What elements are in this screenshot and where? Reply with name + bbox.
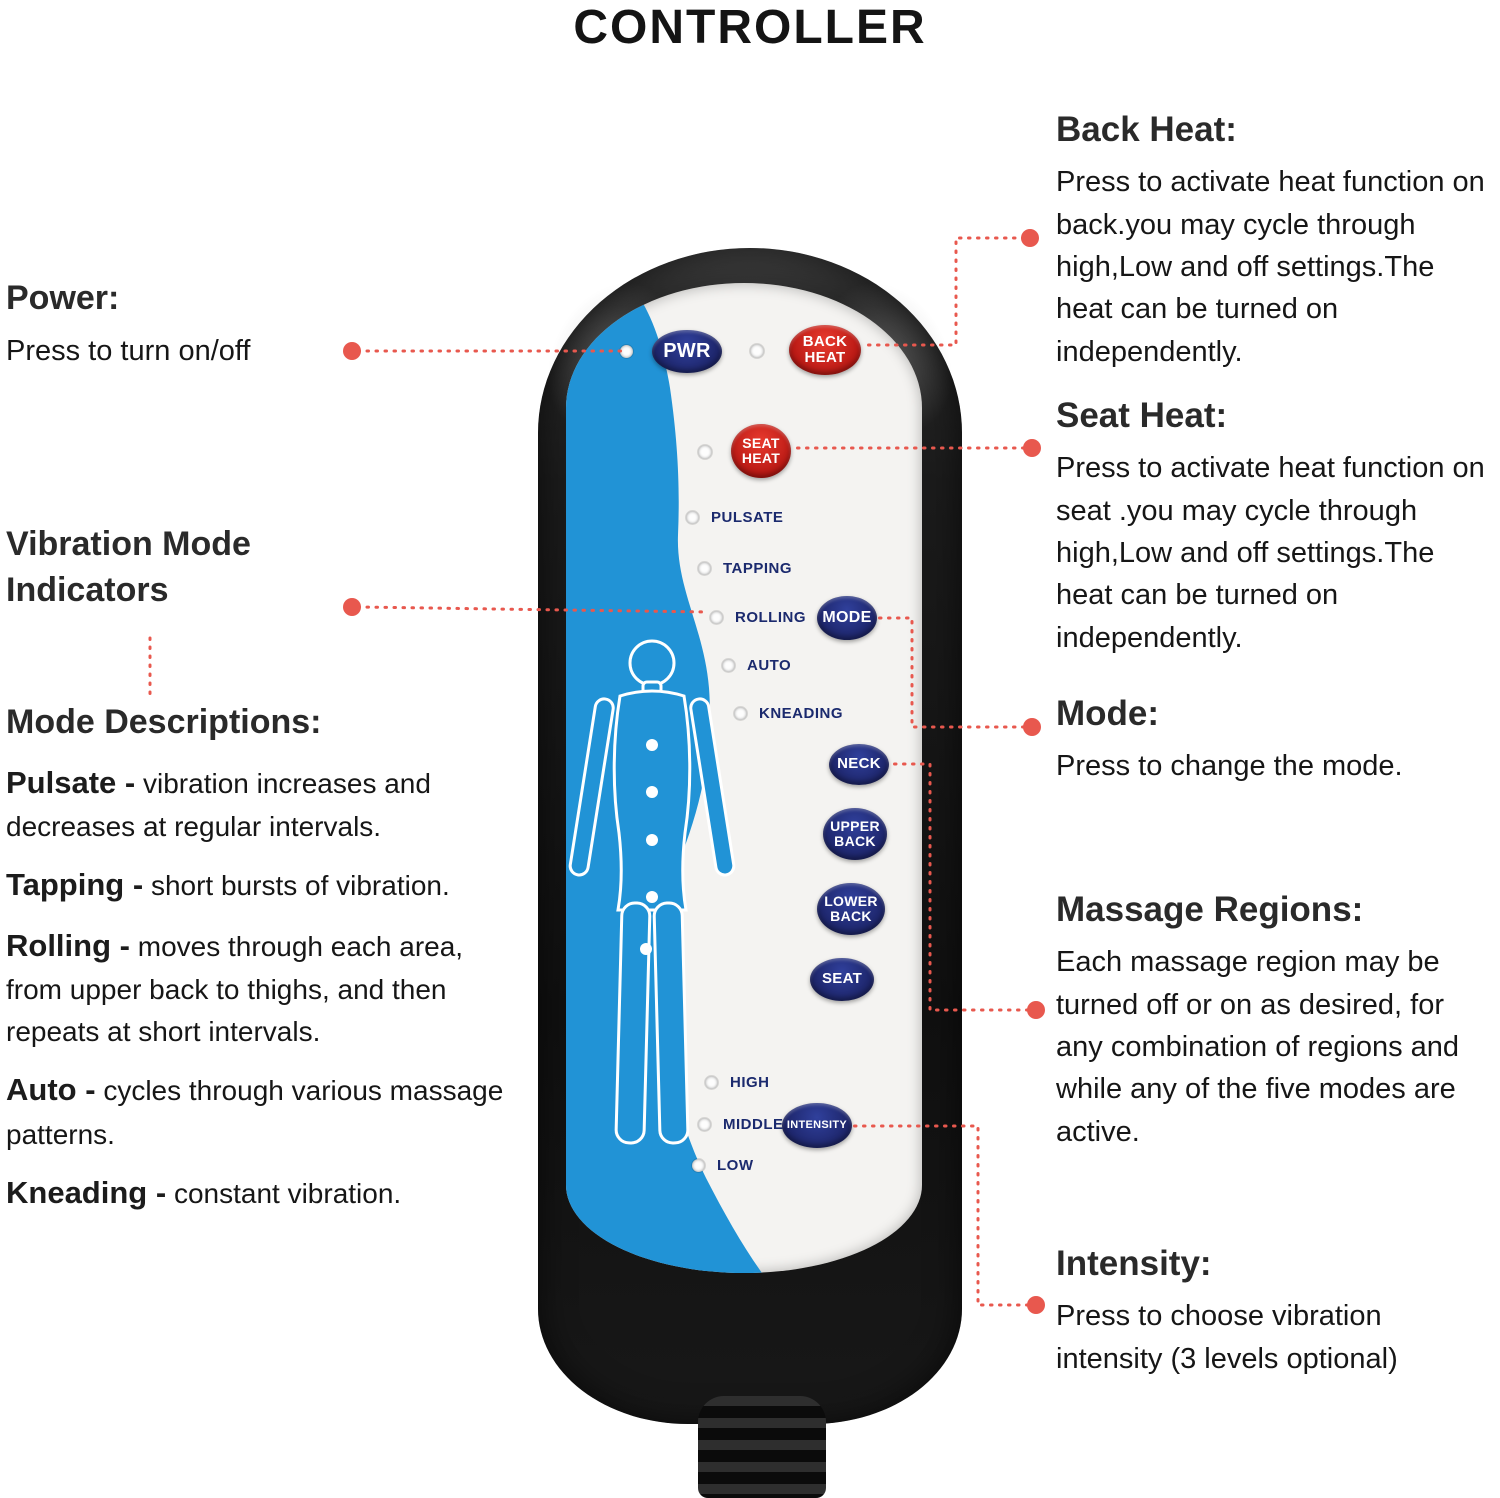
kneading-label: KNEADING	[759, 705, 844, 722]
lower-back-button[interactable]: LOWER BACK	[817, 883, 885, 935]
auto-label: AUTO	[747, 657, 792, 674]
vibration-dot	[343, 598, 361, 616]
tapping-label: TAPPING	[723, 560, 793, 577]
pulsate-led	[686, 511, 699, 524]
power-body: Press to turn on/off	[6, 334, 251, 367]
power-led	[620, 345, 633, 358]
mode-desc: moves through each area, from upper back…	[6, 930, 464, 1048]
mode-desc: vibration increases and decreases at reg…	[6, 767, 431, 843]
rolling-label: ROLLING	[735, 609, 806, 626]
intensity-dot	[1027, 1296, 1045, 1314]
back-heat-body: Press to activate heat function on back.…	[1056, 166, 1485, 368]
intensity-note: Intensity: Press to choose vibration int…	[1056, 1240, 1492, 1380]
low-led	[692, 1159, 705, 1172]
seat-heat-heading: Seat Heat:	[1056, 396, 1228, 435]
low-label: LOW	[717, 1157, 754, 1174]
page-title: CONTROLLER	[573, 1, 927, 54]
back-heat-led	[750, 344, 764, 358]
massage-points	[640, 739, 658, 955]
vibration-note: Vibration Mode Indicators	[6, 522, 336, 614]
seat-heat-led	[698, 445, 712, 459]
device-cable	[698, 1396, 826, 1498]
mode-item-rolling: Rolling - moves through each area, from …	[6, 923, 514, 1054]
mode-desc: constant vibration.	[173, 1177, 402, 1209]
intensity-button[interactable]: INTENSITY	[782, 1103, 852, 1148]
body-silhouette	[568, 639, 736, 1145]
mode-descriptions-heading: Mode Descriptions:	[6, 703, 322, 741]
high-led	[705, 1076, 718, 1089]
mode-note: Mode: Press to change the mode.	[1056, 690, 1492, 788]
power-note: Power: Press to turn on/off	[6, 276, 366, 372]
mode-item-auto: Auto - cycles through various massage pa…	[6, 1067, 514, 1156]
massage-regions-heading: Massage Regions:	[1056, 890, 1364, 929]
high-label: HIGH	[730, 1074, 770, 1091]
mode-dot	[1023, 718, 1041, 736]
back-heat-button[interactable]: BACK HEAT	[789, 325, 861, 375]
massage-regions-body: Each massage region may be turned off or…	[1056, 946, 1460, 1148]
mode-desc: cycles through various massage patterns.	[6, 1075, 504, 1150]
mode-button[interactable]: MODE	[817, 596, 877, 640]
intensity-body: Press to choose vibration intensity (3 l…	[1056, 1300, 1398, 1375]
mode-heading: Mode:	[1056, 694, 1160, 733]
mode-term: Tapping -	[6, 867, 144, 903]
panel-artwork	[566, 283, 762, 1273]
back-heat-dot	[1021, 229, 1039, 247]
power-heading: Power:	[6, 279, 120, 317]
mode-term: Pulsate -	[6, 764, 136, 800]
kneading-led	[734, 707, 747, 720]
neck-button[interactable]: NECK	[829, 744, 889, 785]
seat-heat-dot	[1023, 439, 1041, 457]
pulsate-label: PULSATE	[711, 509, 784, 526]
massage-regions-note: Massage Regions: Each massage region may…	[1056, 886, 1498, 1153]
intensity-heading: Intensity:	[1056, 1244, 1212, 1283]
back-heat-heading: Back Heat:	[1056, 110, 1237, 149]
auto-led	[722, 659, 735, 672]
mode-descriptions-note: Mode Descriptions: Pulsate - vibration i…	[6, 700, 514, 1230]
back-heat-note: Back Heat: Press to activate heat functi…	[1056, 106, 1492, 373]
mode-item-pulsate: Pulsate - vibration increases and decrea…	[6, 760, 514, 849]
mode-body: Press to change the mode.	[1056, 750, 1403, 783]
vibration-heading: Vibration Mode Indicators	[6, 525, 251, 609]
pwr-button[interactable]: PWR	[652, 330, 722, 373]
rolling-led	[710, 611, 723, 624]
mode-item-tapping: Tapping - short bursts of vibration.	[6, 862, 514, 909]
middle-led	[698, 1118, 711, 1131]
mode-item-kneading: Kneading - constant vibration.	[6, 1170, 514, 1217]
seat-heat-body: Press to activate heat function on seat …	[1056, 452, 1485, 654]
tapping-led	[698, 562, 711, 575]
mode-term: Rolling -	[6, 927, 130, 963]
middle-label: MIDDLE	[723, 1116, 784, 1133]
mode-desc: short bursts of vibration.	[150, 870, 450, 902]
seat-button[interactable]: SEAT	[810, 958, 874, 1001]
seat-heat-note: Seat Heat: Press to activate heat functi…	[1056, 392, 1492, 659]
seat-heat-button[interactable]: SEAT HEAT	[731, 424, 791, 478]
mode-term: Kneading -	[6, 1174, 167, 1210]
regions-dot	[1027, 1001, 1045, 1019]
mode-term: Auto -	[6, 1072, 96, 1108]
upper-back-button[interactable]: UPPER BACK	[823, 808, 887, 860]
